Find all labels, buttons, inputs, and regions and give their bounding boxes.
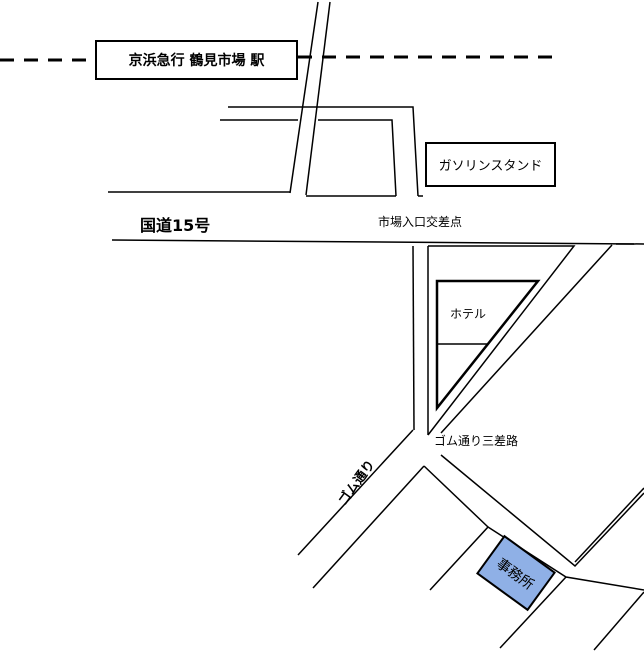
- block-outline: [427, 245, 576, 436]
- route-label: 国道15号: [140, 216, 211, 235]
- street-line: [289, 1, 319, 194]
- gas-stand-box: ガソリンスタンド: [425, 142, 556, 187]
- street-line: [499, 576, 567, 649]
- street-line: [574, 487, 644, 563]
- gomu-street-edge: [312, 465, 425, 589]
- gas-stand-label: ガソリンスタンド: [438, 159, 543, 174]
- junction-label: ゴム通り三差路: [434, 434, 519, 448]
- street-line: [305, 1, 331, 196]
- block-outline: [318, 119, 397, 197]
- office-building: [476, 534, 556, 612]
- street-label: ゴム通り: [335, 457, 379, 508]
- hotel-label: ホテル: [450, 307, 487, 321]
- street-line: [412, 245, 415, 431]
- station-label: 京浜急行 鶴見市場 駅: [128, 53, 265, 69]
- gomu-street-edge: [297, 429, 414, 556]
- street-line: [440, 244, 613, 434]
- route-15-south-edge: [111, 239, 644, 245]
- block-outline: [228, 106, 419, 197]
- block-outline: [440, 454, 644, 568]
- station-box: 京浜急行 鶴見市場 駅: [95, 40, 298, 80]
- street-line: [593, 591, 644, 651]
- intersection-label: 市場入口交差点: [378, 215, 463, 229]
